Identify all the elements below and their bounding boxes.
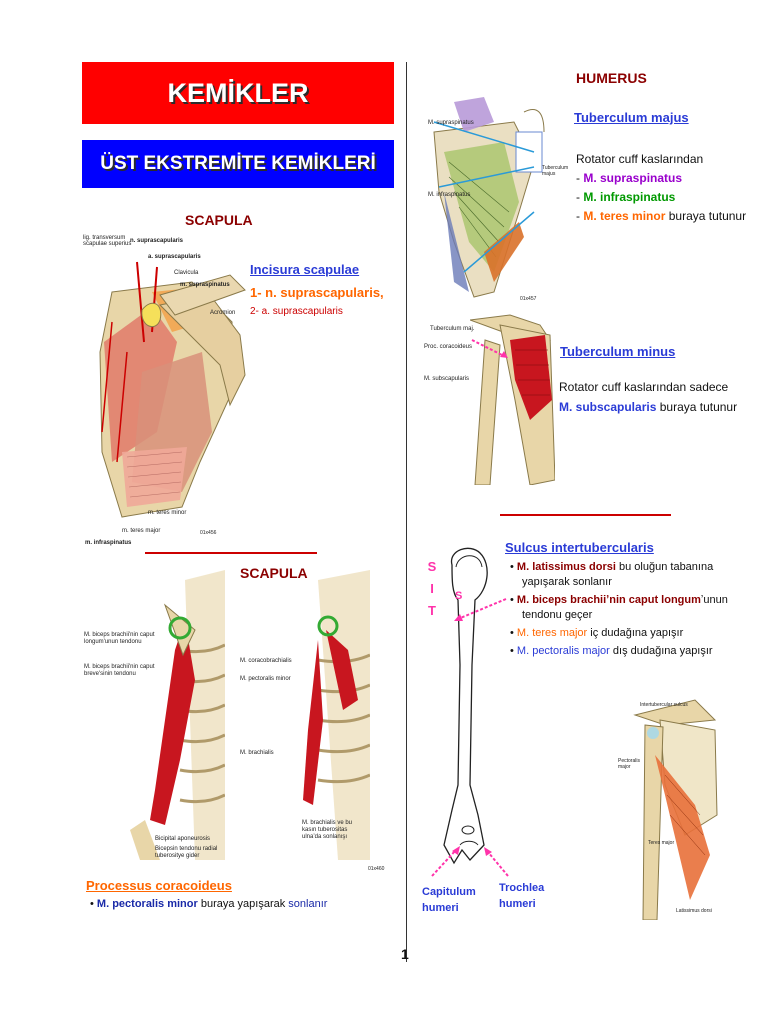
processus-line: M. pectoralis minor buraya yapışarak son… xyxy=(90,898,328,910)
processus-text: buraya yapışarak xyxy=(200,898,286,910)
a-suprascapularis-label: a. suprascapularis xyxy=(148,254,201,260)
m-infraspinatus-label: m. infraspinatus xyxy=(85,540,132,546)
trochlea-label: Trochlea humeri xyxy=(499,882,545,910)
fig4-teres-label: Teres major xyxy=(648,840,675,846)
acromion-label: Acromion xyxy=(210,310,236,316)
incisura-item-2: 2- a. suprascapularis xyxy=(250,306,343,317)
sulcus-muscle-1: M. latissimus dorsi xyxy=(516,561,616,573)
biceps-short-label: M. biceps brachii'nin caput breve'sinin … xyxy=(84,664,155,677)
brachialis-ve-label: M. brachialis ve bu kasın tuberositas ul… xyxy=(302,820,353,840)
lig-transversum-label: lig. transversum scapulae superius xyxy=(83,235,132,247)
teres-minor-label: m. teres minor xyxy=(148,510,187,516)
sulcus-text-4: dış dudağına yapışır xyxy=(612,645,713,657)
humerus-bone-figure xyxy=(440,545,500,870)
fig2-tub-maj-label: Tuberculum maj. xyxy=(430,326,475,332)
majus-muscle-1: M. supraspinatus xyxy=(583,171,683,185)
majus-muscle-3: M. teres minor xyxy=(583,209,666,223)
sulcus-item-3: M. teres major iç dudağına yapışır xyxy=(510,626,750,641)
sulcus-item-2: M. biceps brachiiʼnin caput longumʼunun … xyxy=(510,593,750,623)
sulcus-item-4: M. pectoralis major dış dudağına yapışır xyxy=(510,644,750,659)
page-number: 1 xyxy=(401,946,409,962)
title-banner: KEMİKLER xyxy=(82,62,394,124)
minus-muscle: M. subscapularis xyxy=(559,400,657,414)
fig2-subscap-label: M. subscapularis xyxy=(424,376,470,382)
sulcus-text-1: bu oluğun tabanına yapışarak sonlanır xyxy=(522,561,714,588)
sulcus-muscle-2: M. biceps brachiiʼnin caput longum xyxy=(516,594,701,606)
pectoralis-minor-label: M. pectoralis minor xyxy=(240,676,291,682)
scapula-heading-2: SCAPULA xyxy=(240,565,308,581)
biceps-figure xyxy=(125,560,225,870)
majus-muscle-2: M. infraspinatus xyxy=(583,190,676,204)
processus-end: sonlanır xyxy=(288,898,328,910)
figure-code-2: 01x460 xyxy=(368,866,385,872)
humerus-muscles-figure xyxy=(605,695,725,920)
majus-item-1: - M. supraspinatus xyxy=(576,171,683,185)
column-divider xyxy=(406,62,407,962)
rotator-cuff-figure xyxy=(424,92,554,304)
subscapularis-figure xyxy=(470,310,555,485)
sit-letter-i: I xyxy=(430,581,434,596)
fig4-sulcus-label: Intertubercular sulcus xyxy=(640,702,688,708)
minus-end: buraya tutunur xyxy=(659,400,738,414)
minus-line-2: M. subscapularis buraya tutunur xyxy=(559,397,737,417)
fig4-pectoralis-label: Pectoralis major xyxy=(618,758,640,770)
sulcus-text-3: iç dudağına yapışır xyxy=(590,627,684,639)
majus-end: buraya tutunur xyxy=(668,209,747,223)
coracobrachialis-label: M. coracobrachialis xyxy=(240,658,292,664)
pink-arrow-1 xyxy=(471,339,508,358)
m-supraspinatus-label: m. supraspinatus xyxy=(180,282,230,288)
minus-intro: Rotator cuff kaslarından sadece xyxy=(559,380,729,394)
bicipital-label: Bicipital aponeurosis xyxy=(155,836,211,842)
capitulum-label: Capitulum humeri xyxy=(422,886,476,914)
fig4-lat-label: Latissimus dorsi xyxy=(676,908,712,914)
clavicula-label: Clavicula xyxy=(174,270,199,276)
teres-major-label: m. teres major xyxy=(122,528,161,534)
scapula-heading-1: SCAPULA xyxy=(185,212,253,228)
fig1-infraspinatus-label: M. infraspinatus xyxy=(428,192,471,198)
red-rule-2 xyxy=(500,514,671,516)
humerus-heading: HUMERUS xyxy=(576,70,647,86)
pink-arrow-2 xyxy=(454,598,507,621)
processus-title: Processus coracoideus xyxy=(86,878,232,893)
page-title: KEMİKLER xyxy=(167,77,309,108)
fig1-supraspinatus-label: M. supraspinatus xyxy=(428,120,474,126)
red-rule-1 xyxy=(145,552,317,554)
minus-block: Rotator cuff kaslarından sadece M. subsc… xyxy=(559,377,737,417)
sit-letter-t: T xyxy=(428,603,436,618)
majus-title: Tuberculum majus xyxy=(574,110,689,125)
processus-muscle: M. pectoralis minor xyxy=(96,898,198,910)
fig2-coracoid-label: Proc. coracoideus xyxy=(424,344,473,350)
coracobrachialis-figure xyxy=(288,560,370,865)
majus-item-2: - M. infraspinatus xyxy=(576,190,676,204)
n-suprascapularis-label: n. suprascapularis xyxy=(130,238,184,244)
majus-block: Rotator cuff kaslarından - M. supraspina… xyxy=(576,150,746,226)
fig1-tuberculum-label: Tuberculum majus xyxy=(542,165,569,177)
minus-title: Tuberculum minus xyxy=(560,344,676,359)
figure-code-1: 01x456 xyxy=(200,530,217,536)
sit-letter-s: S xyxy=(427,559,437,574)
majus-intro: Rotator cuff kaslarından xyxy=(576,152,704,166)
acromion-figure xyxy=(150,265,250,415)
biceps-tendon-label: Bicepsin tendonu radial tuberositye gide… xyxy=(155,846,218,859)
pink-arrows-3 xyxy=(431,846,509,877)
sit-letters: S I T xyxy=(427,556,437,622)
incisura-title: Incisura scapulae xyxy=(250,262,360,277)
sulcus-muscle-4: M. pectoralis major xyxy=(516,645,610,657)
page-subtitle: ÜST EKSTREMİTE KEMİKLERİ xyxy=(100,153,376,174)
incisura-item-1: 1- n. suprascapularis, xyxy=(250,285,384,300)
sulcus-item-1: M. latissimus dorsi bu oluğun tabanına y… xyxy=(510,560,750,590)
brachialis-label: M. brachialis xyxy=(240,750,274,756)
sulcus-text-2: ʼunun tendonu geçer xyxy=(522,594,728,621)
sulcus-list: M. latissimus dorsi bu oluğun tabanına y… xyxy=(510,560,750,659)
sulcus-title: Sulcus intertubercularis xyxy=(505,540,654,555)
majus-item-3: - M. teres minor buraya tutunur xyxy=(576,209,747,223)
sulcus-muscle-3: M. teres major xyxy=(516,627,588,639)
figure-code-3: 01x457 xyxy=(520,296,537,302)
biceps-long-label: M. biceps brachii'nin caput longum'unun … xyxy=(84,632,155,645)
sit-small-s: S xyxy=(455,590,463,602)
subtitle-banner: ÜST EKSTREMİTE KEMİKLERİ xyxy=(82,140,394,188)
